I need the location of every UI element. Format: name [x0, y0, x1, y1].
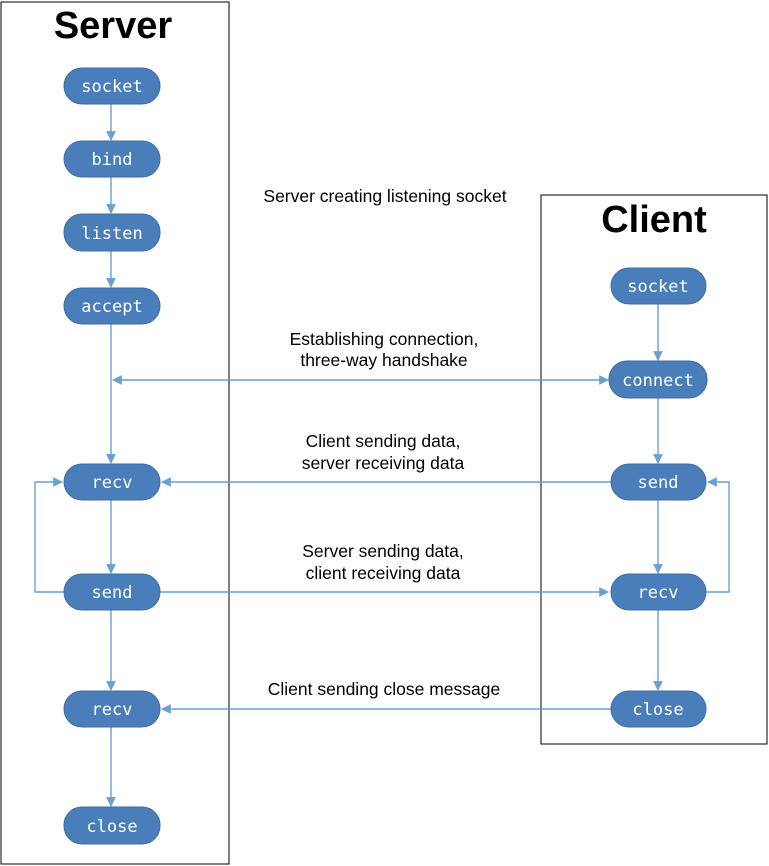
server-send-label-line1: Server sending data,	[302, 541, 464, 561]
server-send-label: send	[92, 583, 133, 603]
client-loop-arrow	[706, 477, 730, 593]
server-socket-node: socket	[63, 67, 161, 105]
client-title: Client	[601, 199, 707, 241]
server-bind-node: bind	[63, 140, 161, 178]
client-send-label-line2: server receiving data	[302, 453, 465, 473]
listening-socket-label: Server creating listening socket	[263, 186, 506, 206]
client-connect-node: connect	[608, 360, 708, 399]
client-send-label-line1: Client sending data,	[306, 431, 461, 451]
server-bind-label: bind	[92, 150, 133, 170]
server-recv-close-label: recv	[92, 700, 133, 720]
close-message-label: Client sending close message	[268, 679, 501, 699]
server-title: Server	[54, 5, 173, 47]
server-accept-label: accept	[81, 297, 142, 317]
server-listen-label: listen	[81, 224, 142, 244]
server-close-label: close	[86, 817, 137, 837]
client-close-label: close	[632, 700, 683, 720]
server-recv-close-node: recv	[63, 690, 161, 728]
client-recv-node: recv	[610, 573, 707, 611]
server-accept-node: accept	[63, 287, 161, 325]
client-lane	[540, 194, 768, 745]
server-lane	[0, 1, 230, 865]
handshake-label-line2: three-way handshake	[300, 350, 467, 370]
client-recv-label: recv	[638, 583, 679, 603]
server-send-node: send	[63, 573, 161, 611]
server-recv-label: recv	[92, 473, 133, 493]
server-socket-label: socket	[81, 77, 142, 97]
client-close-node: close	[610, 690, 707, 728]
server-close-node: close	[63, 806, 161, 845]
server-loop-arrow	[34, 477, 64, 593]
server-recv-node: recv	[63, 463, 161, 501]
server-listen-node: listen	[63, 213, 161, 252]
client-connect-label: connect	[622, 371, 694, 391]
handshake-label-line1: Establishing connection,	[290, 329, 479, 349]
client-socket-node: socket	[610, 267, 707, 305]
client-send-label: send	[638, 473, 679, 493]
server-send-label-line2: client receiving data	[306, 563, 461, 583]
client-send-node: send	[610, 463, 707, 501]
client-socket-label: socket	[627, 277, 688, 297]
